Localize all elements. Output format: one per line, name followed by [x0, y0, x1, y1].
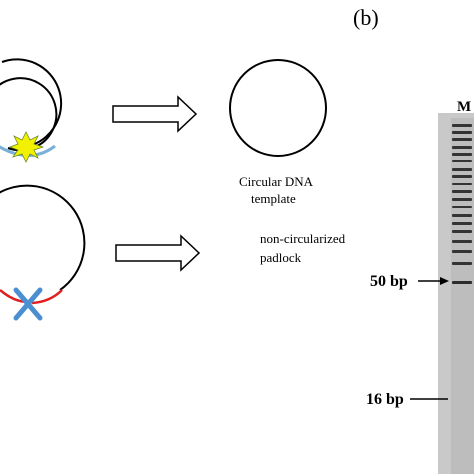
ladder-band — [452, 183, 472, 185]
ladder-band — [452, 168, 472, 171]
ladder-band — [452, 175, 472, 178]
ladder-band — [452, 214, 472, 217]
marker-50bp: 50 bp — [370, 273, 449, 290]
circular-template-caption-line1: Circular DNA — [239, 174, 314, 189]
marker-16bp: 16 bp — [366, 391, 448, 408]
ladder-band — [452, 240, 472, 243]
blocked-ligation-schematic — [0, 184, 86, 321]
block-x-icon — [13, 287, 43, 321]
non-circularized-caption-line1: non-circularized — [260, 231, 346, 246]
panel-label-b: (b) — [353, 5, 379, 30]
ladder-band — [452, 206, 472, 208]
circular-template-caption-line2: template — [251, 191, 296, 206]
ladder-band — [452, 230, 472, 233]
lane-label-m: M — [457, 99, 471, 115]
gel-image — [438, 113, 474, 474]
arrow-right-icon-2 — [115, 234, 201, 272]
ladder-band — [452, 160, 472, 162]
ladder-band — [452, 222, 472, 225]
padlock-end-right — [31, 289, 63, 305]
ladder-band — [452, 262, 472, 265]
padlock-circle-arc — [1, 58, 63, 146]
circular-dna-template — [229, 59, 327, 157]
marker-lane — [451, 118, 474, 474]
ladder-band — [452, 124, 472, 127]
ladder-band — [452, 281, 472, 284]
marker-arrowhead-50bp — [440, 277, 449, 285]
ligation-burst-icon — [8, 131, 45, 163]
ladder-band — [452, 250, 472, 253]
ladder-band — [452, 198, 472, 201]
ligation-schematic — [0, 58, 63, 163]
ladder-band — [452, 146, 472, 149]
ladder-band — [452, 153, 472, 156]
marker-label-16bp: 16 bp — [366, 391, 404, 408]
marker-bands — [452, 124, 472, 284]
arrow-right-icon — [112, 95, 198, 133]
marker-label-50bp: 50 bp — [370, 273, 408, 290]
non-circularized-caption-line2: padlock — [260, 250, 302, 265]
ladder-band — [452, 138, 472, 141]
ladder-band — [452, 131, 472, 134]
ladder-band — [452, 190, 472, 193]
padlock-circle-incomplete — [0, 184, 86, 291]
